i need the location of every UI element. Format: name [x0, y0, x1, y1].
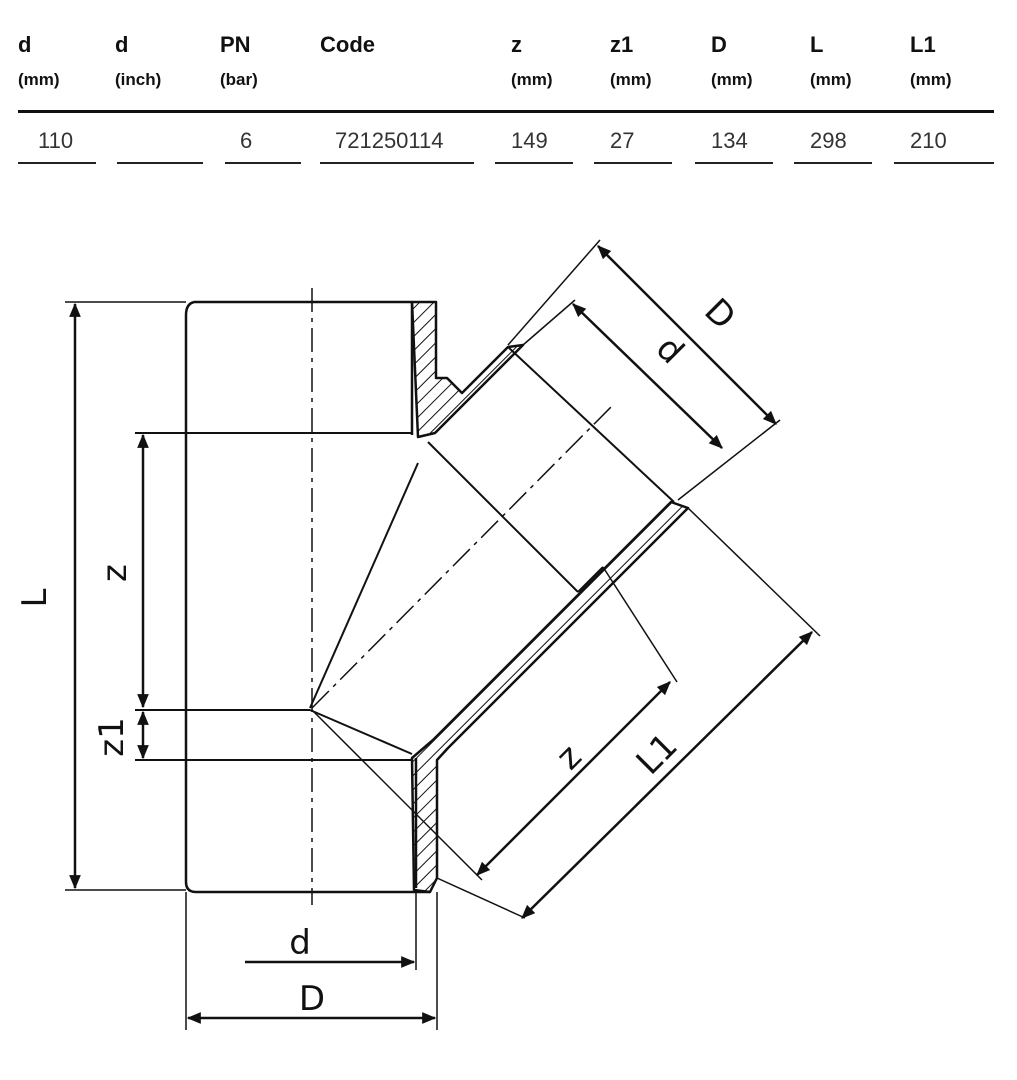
col-header-L1: L1 — [910, 32, 936, 57]
label-z1: z1 — [92, 717, 132, 756]
cell-pn: 6 — [240, 128, 253, 153]
label-D-bottom: D — [299, 979, 325, 1019]
cell-L1: 210 — [910, 128, 947, 153]
header-rule — [18, 110, 994, 113]
label-d-branch: d — [648, 328, 692, 372]
col-header-d-inch: d — [115, 32, 129, 57]
cell-code: 721250114 — [335, 128, 444, 153]
col-header-d-mm: d — [18, 32, 32, 57]
cell-underline — [594, 162, 672, 164]
col-unit-z: (mm) — [511, 70, 553, 89]
col-header-z: z — [511, 32, 522, 57]
cell-L: 298 — [810, 128, 847, 153]
col-unit-z1: (mm) — [610, 70, 652, 89]
main-pipe-body — [184, 300, 430, 894]
col-header-D: D — [711, 32, 727, 57]
label-L: L — [15, 588, 55, 607]
cell-D: 134 — [711, 128, 748, 153]
cell-d-mm: 110 — [38, 128, 74, 153]
cell-underline — [320, 162, 474, 164]
label-z: z — [95, 564, 135, 582]
col-header-L: L — [810, 32, 824, 57]
cell-z: 149 — [511, 128, 548, 153]
cell-underline — [225, 162, 301, 164]
label-z-branch: z — [549, 737, 590, 778]
col-unit-L: (mm) — [810, 70, 852, 89]
spec-table: d (mm) d (inch) PN (bar) Code z (mm) z1 … — [18, 28, 994, 178]
col-header-z1: z1 — [610, 32, 634, 57]
extension-lines — [65, 239, 821, 1030]
cell-underline — [794, 162, 872, 164]
col-unit-L1: (mm) — [910, 70, 952, 89]
inner-lines — [135, 346, 675, 761]
label-L1: L1 — [629, 726, 686, 783]
cell-underline — [18, 162, 96, 164]
tee-fitting-drawing: L z z1 d D D d z L1 — [15, 239, 821, 1030]
centerlines — [311, 288, 615, 905]
label-d-bottom: d — [289, 923, 311, 963]
col-unit-D: (mm) — [711, 70, 753, 89]
cell-underline — [695, 162, 773, 164]
col-unit-d-mm: (mm) — [18, 70, 60, 89]
col-unit-d-inch: (inch) — [115, 70, 162, 89]
col-unit-pn: (bar) — [220, 70, 258, 89]
cell-underline — [117, 162, 203, 164]
col-header-pn: PN — [220, 32, 251, 57]
cell-underline — [495, 162, 573, 164]
cell-underline — [894, 162, 994, 164]
label-D-branch: D — [696, 291, 743, 338]
dimension-arrows — [69, 245, 813, 1024]
dimension-labels: L z z1 d D D d z L1 — [15, 291, 743, 1019]
cell-z1: 27 — [610, 128, 635, 153]
col-header-code: Code — [320, 32, 375, 57]
